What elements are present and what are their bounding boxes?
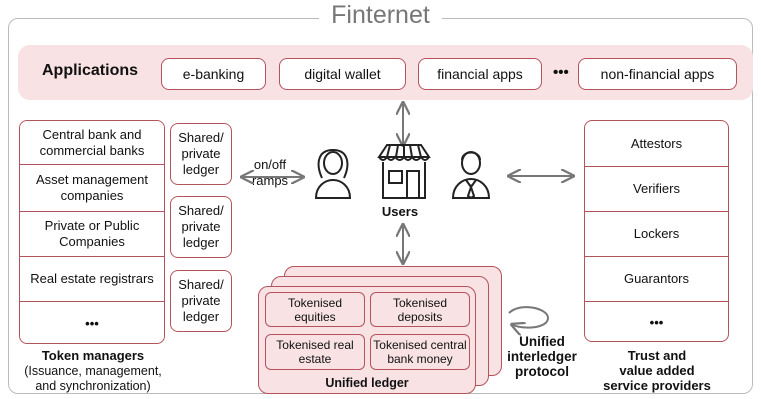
shop-icon [377, 144, 431, 199]
token-managers-column: Central bank and commercial banks Asset … [19, 120, 165, 344]
shared-private-ledger: Shared/ private ledger [170, 196, 232, 258]
shared-private-ledger: Shared/ private ledger [170, 270, 232, 332]
users-label: Users [381, 204, 419, 219]
app-digital-wallet: digital wallet [279, 58, 406, 90]
businessman-user-icon [451, 151, 491, 200]
trust-provider-item: Attestors [585, 121, 728, 167]
trust-providers-column: Attestors Verifiers Lockers Guarantors •… [584, 120, 729, 342]
tokenised-deposits-cell: Tokenised deposits [370, 292, 470, 327]
tokenised-equities-cell: Tokenised equities [265, 292, 365, 327]
token-manager-item: Asset management companies [20, 165, 164, 212]
trust-provider-item: Guarantors [585, 257, 728, 302]
tokenised-central-bank-money-cell: Tokenised central bank money [370, 334, 470, 370]
unified-ledger-label: Unified ledger [325, 376, 409, 390]
trust-provider-item: Lockers [585, 212, 728, 257]
token-manager-item: Private or Public Companies [20, 212, 164, 257]
trust-caption: Trust and value added service providers [592, 348, 722, 393]
protocol-loop-arrow-icon [509, 306, 550, 328]
protocol-label-line2: interledger [507, 349, 577, 364]
token-managers-caption: Token managers (Issuance, management, an… [0, 348, 186, 394]
protocol-label-line1: Unified [519, 334, 565, 349]
woman-user-icon [314, 148, 352, 199]
applications-label: Applications [42, 62, 139, 79]
shared-private-ledger: Shared/ private ledger [170, 123, 232, 185]
trust-caption-line1: Trust and [627, 348, 687, 363]
token-manager-item: Central bank and commercial banks [20, 121, 164, 165]
trust-caption-line3: service providers [603, 378, 711, 393]
token-managers-caption-sub1: (Issuance, management, [24, 364, 162, 378]
tokenised-real-estate-cell: Tokenised real estate [265, 334, 365, 370]
trust-provider-item: Verifiers [585, 167, 728, 212]
app-non-financial-apps: non-financial apps [578, 58, 737, 90]
apps-ellipsis: ••• [553, 64, 569, 81]
token-managers-ellipsis: ••• [85, 316, 99, 331]
token-manager-item: Real estate registrars [20, 257, 164, 302]
protocol-label-line3: protocol [515, 364, 569, 379]
trust-caption-line2: value added [619, 363, 695, 378]
token-managers-caption-sub2: and synchronization) [35, 379, 151, 393]
protocol-label: Unified interledger protocol [502, 334, 582, 379]
ramps-label-line1: on/off [253, 157, 287, 172]
trust-providers-ellipsis: ••• [649, 315, 664, 330]
app-financial-apps: financial apps [418, 58, 542, 90]
token-managers-caption-title: Token managers [41, 348, 145, 363]
app-e-banking: e-banking [161, 58, 266, 90]
diagram-title: Finternet [0, 0, 761, 30]
